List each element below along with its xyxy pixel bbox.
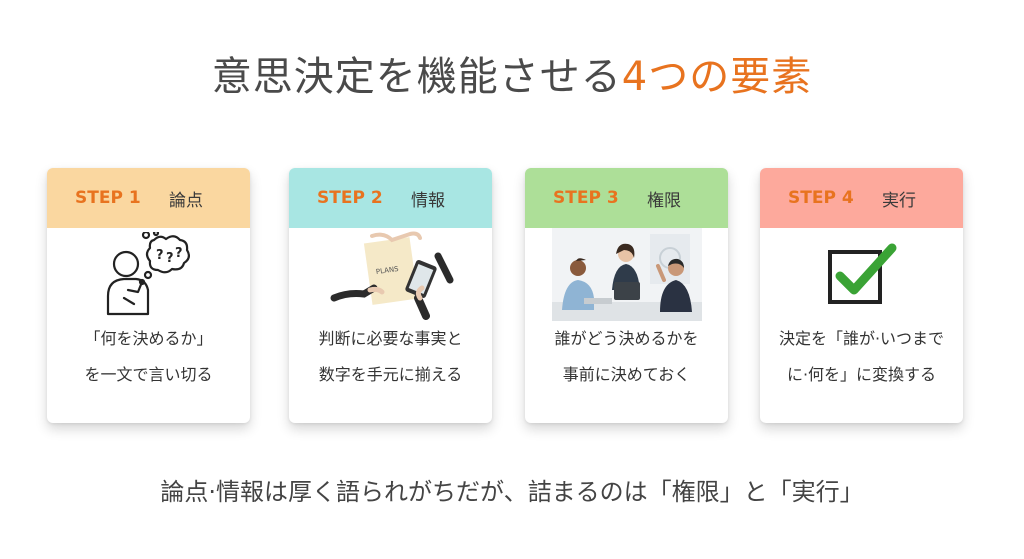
svg-text:?: ? [175,246,183,261]
footer-note: 論点·情報は厚く語られがちだが、詰まるのは「権限」と「実行」 [160,478,864,506]
step-description-line: 数字を手元に揃える [318,365,463,384]
step-topic: 実行 [882,190,916,211]
step-card-3: STEP 3 権限 誰がどう決めるかを 事前に決めておく [525,168,728,423]
step-topic: 情報 [411,190,445,211]
step-card-1: STEP 1 論点 ??? 「何を決めるか」 を一文で言い切る [47,168,250,423]
step-label: STEP 4 [788,188,854,208]
step-card-2: STEP 2 情報 PLANS 判断に必要な事実と 数字を手元に揃える [289,168,492,423]
card-header: STEP 3 権限 [525,168,728,228]
step-description-line: 誰がどう決めるかを [554,329,699,348]
step-card-4: STEP 4 実行 決定を「誰が·いつまで に·何を」に変換する [760,168,963,423]
plans-label: PLANS [375,265,399,276]
step-description-line: 決定を「誰が·いつまで [778,329,945,348]
card-header: STEP 4 実行 [760,168,963,228]
page-title: 意思決定を機能させる4つの要素 [0,44,1024,102]
meeting-people-icon [551,228,702,321]
step-label: STEP 3 [553,188,619,208]
step-label: STEP 1 [75,188,141,208]
checkmark-box-icon [827,243,896,304]
svg-text:?: ? [156,248,164,263]
step-description-line: 事前に決めておく [562,365,691,384]
step-description-line: 判断に必要な事実と [318,329,463,348]
thinking-person-icon: ??? [106,232,190,316]
step-topic: 論点 [169,190,203,211]
step-description-line: 「何を決めるか」 [84,329,213,348]
svg-text:?: ? [166,251,174,266]
title-accent: 4つの要素 [621,54,813,100]
card-header: STEP 1 論点 [47,168,250,228]
card-header: STEP 2 情報 [289,168,492,228]
step-description-line: を一文で言い切る [84,365,213,384]
documents-hands-icon: PLANS [330,231,453,320]
step-topic: 権限 [647,190,681,211]
step-description-line: に·何を」に変換する [786,365,937,384]
title-main: 意思決定を機能させる [211,54,622,100]
step-label: STEP 2 [317,188,383,208]
